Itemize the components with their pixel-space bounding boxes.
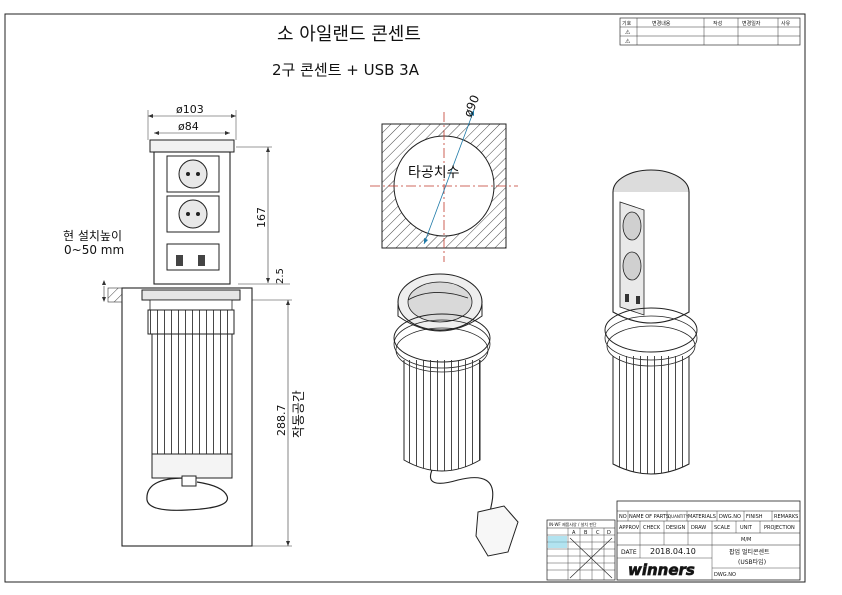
tb-name-of-parts: NAME OF PARTS <box>629 514 669 520</box>
drawing-subtitle: 2구 콘센트 + USB 3A <box>272 61 420 79</box>
tb-unit: UNIT <box>740 525 753 531</box>
tb-date-label: DATE <box>621 549 637 556</box>
drawing-title: 소 아일랜드 콘센트 <box>277 24 421 45</box>
revision-header-reason: 사유 <box>781 20 791 27</box>
spec-col-a: A <box>572 530 576 536</box>
tb-scale: SCALE <box>714 525 730 531</box>
canister-body <box>151 333 233 455</box>
tb-quantity: QUANTITY <box>668 514 689 519</box>
tb-approv: APPROV <box>619 525 640 531</box>
spec-table-header: IN-WF 제품사양 / 설치 판단 <box>549 521 597 527</box>
tb-brand-logo: winners <box>628 561 695 579</box>
dim-height-288-7: 288.7 <box>275 405 288 437</box>
tb-remarks: REMARKS <box>774 514 798 520</box>
iso-view-open <box>604 169 698 475</box>
socket-1 <box>178 159 208 189</box>
dim-height-2-5: 2.5 <box>275 268 286 284</box>
tb-dwg-no: DWG.NO <box>719 514 741 520</box>
dim-height-167: 167 <box>255 207 268 228</box>
spec-table: IN-WF 제품사양 / 설치 판단 A B C D <box>546 519 616 581</box>
tb-part-name: 팝업 멀티콘센트 <box>729 548 770 556</box>
iso-view-closed <box>393 273 519 557</box>
revision-header-author: 작성 <box>713 20 722 27</box>
tb-date: 2018.04.10 <box>650 547 696 556</box>
tb-projection: PROJECTION <box>764 525 795 531</box>
revision-row-1-symbol: ⚠ <box>625 29 631 36</box>
hole-size-label: 타공치수 <box>408 165 460 181</box>
tb-finish: FINISH <box>746 514 763 520</box>
revision-header-date: 변경일자 <box>742 20 761 27</box>
working-space-label: 작동공간 <box>292 390 307 438</box>
socket-2 <box>178 199 208 229</box>
spec-col-b: B <box>584 530 588 536</box>
spec-col-d: D <box>607 530 611 536</box>
tb-materials: MATERIALS <box>688 514 716 520</box>
tb-draw: DRAW <box>691 525 706 531</box>
install-height-range: 0~50 mm <box>64 243 124 257</box>
tb-part-name-sub: (USB타입) <box>738 558 766 566</box>
install-enclosure <box>121 287 253 547</box>
tb-unit-value: M/M <box>741 537 751 543</box>
usb-port-2 <box>198 255 205 266</box>
usb-port-1 <box>176 255 183 266</box>
front-view: ø103 ø84 167 2.5 현 설치높이 0~50 mm <box>63 103 307 547</box>
dim-diameter-103: ø103 <box>176 103 204 116</box>
tb-design: DESIGN <box>666 525 686 531</box>
spec-col-c: C <box>596 530 600 536</box>
tb-check: CHECK <box>643 525 661 531</box>
revision-header-content: 변경내용 <box>652 20 671 27</box>
revision-row-2-symbol: ⚠ <box>625 38 631 45</box>
dim-diameter-84: ø84 <box>178 120 199 133</box>
revision-header-symbol: 기호 <box>622 20 632 27</box>
install-height-label: 현 설치높이 <box>63 229 122 243</box>
title-block: NO NAME OF PARTS QUANTITY MATERIALS DWG.… <box>616 500 801 581</box>
drawing-border <box>4 13 806 583</box>
hole-top-view: ø90 타공치수 <box>370 93 518 262</box>
revision-table: 기호 변경내용 작성 변경일자 사유 ⚠ ⚠ <box>619 17 801 46</box>
dim-hole-diameter-90: ø90 <box>461 93 482 119</box>
tb-no: NO <box>619 514 627 520</box>
tb-dwg-no-label: DWG.NO <box>714 572 736 578</box>
